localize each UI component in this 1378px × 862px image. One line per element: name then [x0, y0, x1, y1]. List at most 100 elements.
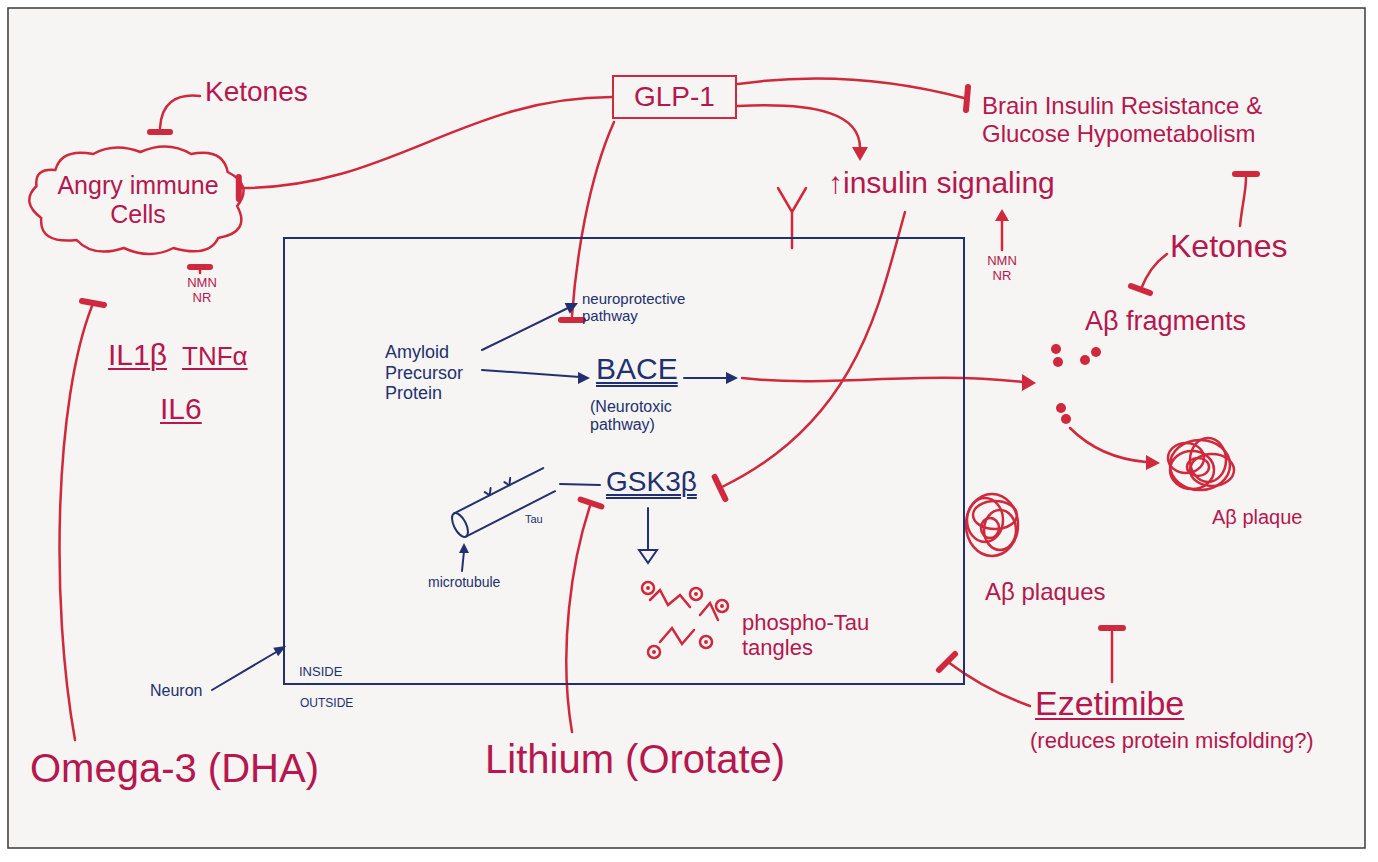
arrow-line [647, 508, 649, 550]
enzyme-label: GSK3β [606, 466, 697, 498]
note-label: (reduces protein misfolding?) [1030, 728, 1370, 753]
arrow-head [565, 303, 578, 314]
fragment-dot [1051, 344, 1061, 354]
inhibit-bar [1235, 171, 1257, 177]
arrow-line [1001, 219, 1004, 250]
phosphate-dot [720, 604, 724, 608]
pointer-line [212, 651, 278, 690]
supplement-label: Ketones [1170, 228, 1287, 265]
open-arrow-head [639, 550, 657, 563]
cell-label: Neuron [150, 682, 202, 700]
arrow-line [742, 378, 1022, 382]
inhibit-line [1240, 178, 1246, 226]
cytokine-label: TNFα [182, 342, 248, 372]
protein-label: Aβ plaque [1212, 506, 1302, 529]
inhibit-line [1111, 632, 1114, 682]
pathway-label: ↑insulin signaling [828, 166, 1055, 201]
cloud-outline-path [29, 146, 243, 254]
pathway-label: neuroprotective pathway [582, 290, 732, 325]
tangle-strand [660, 628, 694, 644]
cell-label: Angry immune Cells [56, 171, 221, 229]
board-frame [8, 8, 1365, 848]
supplement-label: Lithium (Orotate) [485, 736, 785, 782]
drug-label: Ezetimibe [1035, 684, 1184, 723]
protein-label: phospho-Tau tangles [742, 610, 902, 661]
inhibit-line [738, 78, 964, 98]
phosphate-circle [700, 636, 712, 648]
arrow-line [684, 377, 728, 379]
arrow-head [852, 147, 868, 161]
phosphate-dot [704, 640, 708, 644]
phosphate-circle [648, 646, 660, 658]
inhibit-line [566, 506, 590, 732]
navy-lines [212, 307, 728, 690]
inhibit-line [60, 306, 92, 740]
supplement-label: Omega-3 (DHA) [30, 745, 319, 791]
plaque-scribble [973, 501, 1017, 529]
inhibit-bar [82, 301, 104, 305]
region-label: INSIDE [299, 665, 342, 680]
protein-label: Amyloid Precursor Protein [385, 342, 485, 404]
immune-cloud: Angry immune Cells [20, 140, 256, 260]
arrow-head [578, 372, 590, 384]
connector-line [242, 97, 612, 188]
pathway-label: (Neurotoxic pathway) [590, 398, 720, 435]
cytokine-label: IL1β [108, 338, 167, 373]
inhibit-bar [1131, 286, 1150, 293]
phosphate-dot [646, 586, 650, 590]
inhibit-bar [150, 129, 170, 135]
supplement-label: NMN NR [984, 254, 1020, 284]
inhibition-connector [239, 97, 612, 199]
inhibit-line [572, 122, 614, 316]
arrow-line [482, 307, 570, 350]
microtubule-side [466, 491, 555, 536]
arrow-head [1022, 374, 1036, 391]
microtubule-symbol [446, 463, 555, 540]
inhibit-bar [939, 654, 955, 670]
microtubule-side [454, 468, 543, 513]
drug-label: GLP-1 [634, 81, 715, 113]
inhibit-line [160, 96, 200, 128]
fragment-dot [1061, 414, 1071, 424]
cytokine-label: IL6 [160, 392, 202, 427]
pointer-line [462, 551, 464, 571]
navy-heads [273, 303, 738, 656]
inhibit-bar [1101, 625, 1123, 631]
fragment-dot [1091, 347, 1101, 357]
red-lines [60, 78, 1257, 740]
plaque-scribble [967, 498, 1003, 542]
phosphate-circle [716, 600, 728, 612]
enzyme-label: BACE [596, 352, 678, 387]
supplement-label: Ketones [205, 76, 308, 108]
part-label: Tau [525, 513, 543, 526]
tangle-strand [650, 590, 690, 607]
fragment-dot [1080, 355, 1090, 365]
phosphate-circle [642, 582, 654, 594]
inhibit-line [722, 212, 905, 487]
phosphate-dot [652, 650, 656, 654]
fragment-dot [1053, 357, 1063, 367]
inhibit-bar [561, 317, 583, 323]
inhibit-bar [715, 477, 726, 499]
arrow-head [995, 209, 1009, 221]
arrow-line [738, 105, 860, 148]
part-label: microtubule [428, 574, 500, 590]
connector-line [560, 484, 600, 485]
fragment-dot [1056, 403, 1066, 413]
protein-label: Aβ plaques [985, 578, 1106, 606]
receptor-symbol [778, 188, 806, 248]
inhibit-line [1141, 254, 1167, 289]
protein-label: Aβ fragments [1085, 306, 1246, 337]
phosphate-dot [694, 592, 698, 596]
drug-box: GLP-1 [612, 75, 737, 119]
arrow-head [459, 543, 469, 553]
tau-marks [484, 478, 513, 497]
condition-label: Brain Insulin Resistance & Glucose Hypom… [982, 92, 1352, 147]
red-heads [646, 147, 1160, 654]
region-label: OUTSIDE [300, 697, 353, 711]
phosphate-circle [690, 588, 702, 600]
inhibit-bar [966, 87, 968, 110]
plaque-scribble [966, 494, 1018, 556]
arrow-head [1146, 455, 1160, 470]
